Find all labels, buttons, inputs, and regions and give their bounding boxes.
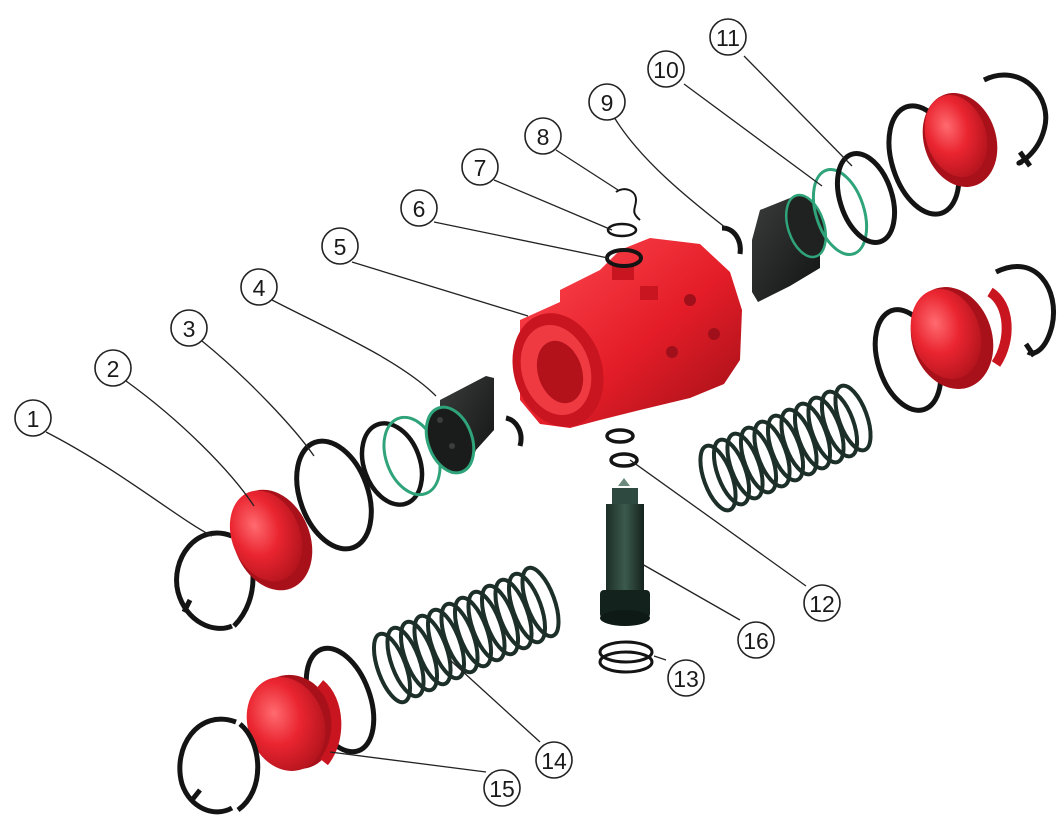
part-13-ring [598,640,654,674]
callout-circle [483,769,521,807]
leader-lines [45,55,853,773]
callout-label: 15 [489,776,515,802]
part-14-spring [371,565,561,705]
callout-circle [535,741,573,779]
part-16-drive-shaft [600,478,650,626]
callout-circle [803,584,841,622]
callout-label: 9 [601,90,614,116]
callout-circle [588,83,626,121]
callout-label: 10 [653,57,679,83]
callout-label: 11 [716,25,740,51]
spring-coil [819,389,860,459]
callout-label: 1 [27,406,40,432]
callout-circle [524,117,562,155]
spring-coil [833,383,873,453]
callout-circle [94,349,132,387]
part-10-o-ring [811,168,869,256]
callout-circle [667,659,705,697]
middle-right-end-cap-set [872,264,1056,413]
callout-circle [400,189,438,227]
callout-label: 4 [253,275,266,301]
part-15-end-cap [246,674,342,771]
callout-circle [170,309,208,347]
callout-label: 13 [673,666,699,692]
callout-circle [14,399,52,437]
callout-label: 8 [537,124,550,150]
callout-7: 7 [461,148,499,186]
callout-2: 2 [94,349,132,387]
callout-circle [321,227,359,265]
part-8-clip [615,188,641,221]
part-4-piston [424,376,494,475]
callout-4: 4 [240,268,278,306]
callout-13: 13 [667,659,705,697]
callout-6: 6 [400,189,438,227]
callout-circle [737,621,775,659]
callout-label: 14 [541,748,567,774]
callout-1: 1 [14,399,52,437]
callout-label: 6 [413,196,426,222]
callout-5: 5 [321,227,359,265]
callout-circle [240,268,278,306]
part-9-guide-band [721,225,743,255]
callout-8: 8 [524,117,562,155]
callout-14: 14 [535,741,573,779]
left-guide-band [505,415,524,447]
callout-10: 10 [647,50,685,88]
part-7-washer [606,222,638,238]
callout-label: 12 [809,591,835,617]
callout-circle [647,50,685,88]
spring-coil [506,571,548,645]
callout-16: 16 [737,621,775,659]
part-11-o-ring [834,151,898,245]
callout-label: 16 [743,628,769,654]
callout-3: 3 [170,309,208,347]
right-piston [752,193,828,302]
part-5-body [512,238,742,428]
right-spring [698,383,873,513]
callout-12: 12 [803,584,841,622]
callout-label: 5 [334,234,347,260]
callout-label: 7 [474,155,487,181]
part-2-end-cap [229,489,313,591]
upper-right-end-cap-set [886,72,1049,217]
part-3-o-ring [294,438,374,552]
callout-label: 2 [107,356,120,382]
part-12-o-rings [605,428,639,468]
callout-circle [709,18,747,56]
callout-circle [461,148,499,186]
callout-9: 9 [588,83,626,121]
spring-coil [520,565,561,639]
callout-15: 15 [483,769,521,807]
callout-11: 11 [709,18,747,56]
lower-circlip [177,716,261,815]
callout-label: 3 [183,316,196,342]
